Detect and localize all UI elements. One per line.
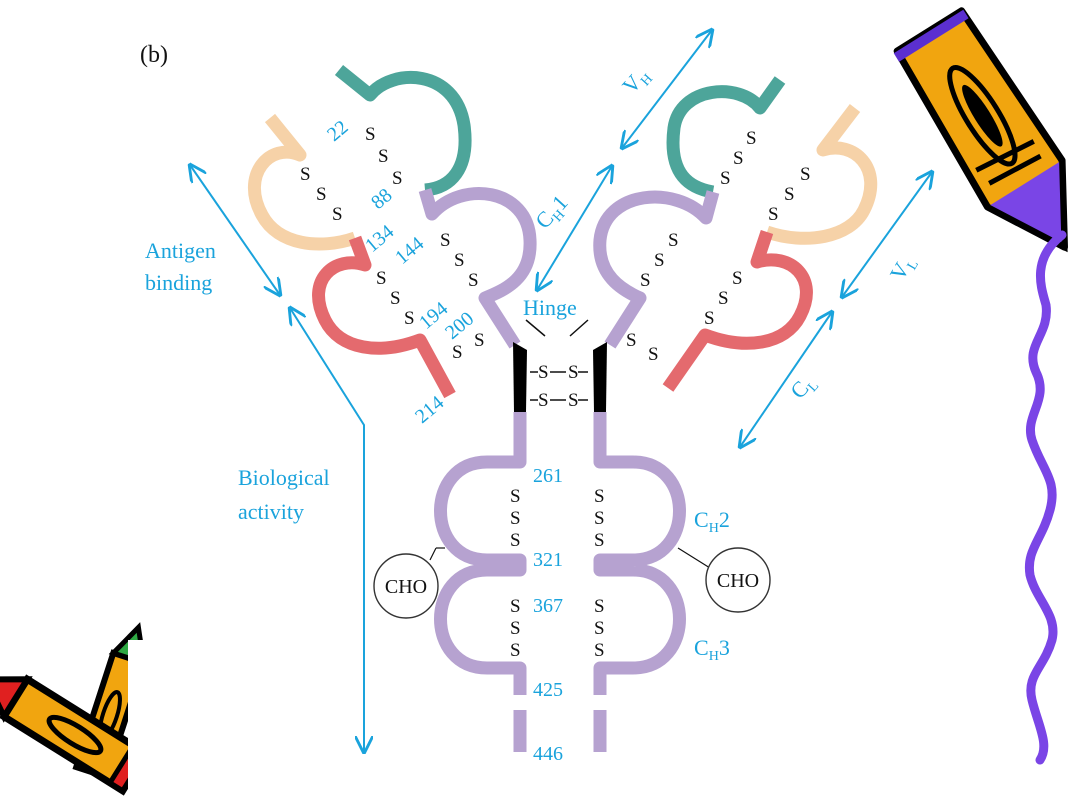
ch2-label: CH2 xyxy=(694,507,730,536)
svg-text:VL: VL xyxy=(885,251,922,287)
svg-text:S: S xyxy=(720,168,731,189)
cl-label: CL xyxy=(785,369,822,406)
svg-text:S: S xyxy=(784,184,795,205)
heavy-chain-right xyxy=(593,76,786,752)
light-chain-right xyxy=(662,104,878,392)
ch1-arrow xyxy=(537,166,612,290)
svg-text:S: S xyxy=(332,204,343,225)
svg-text:S: S xyxy=(733,148,744,169)
svg-text:S: S xyxy=(626,330,637,351)
svg-text:S: S xyxy=(538,390,549,411)
svg-text:446: 446 xyxy=(533,743,563,765)
svg-text:CHO: CHO xyxy=(385,576,427,598)
svg-text:CHO: CHO xyxy=(717,570,759,592)
vh-label: VH xyxy=(617,62,656,101)
carbohydrate-left: CHO xyxy=(373,547,445,619)
svg-text:S: S xyxy=(316,184,327,205)
pencil-clipart-icon xyxy=(893,7,1068,253)
svg-text:S: S xyxy=(654,250,665,271)
svg-text:S: S xyxy=(390,288,401,309)
svg-text:367: 367 xyxy=(533,595,563,617)
antigen-label-2: binding xyxy=(145,270,212,295)
svg-text:214: 214 xyxy=(411,392,448,428)
svg-text:425: 425 xyxy=(533,679,563,701)
hinge-left xyxy=(513,342,527,412)
crayons-clipart-icon xyxy=(0,622,158,810)
heavy-chain-left xyxy=(334,64,537,752)
biological-label-2: activity xyxy=(238,499,304,524)
ch3-label: CH3 xyxy=(694,635,730,664)
svg-text:S: S xyxy=(594,596,605,617)
svg-text:S: S xyxy=(378,146,389,167)
disulfide-bonds: S S S S S S S S S S S S S S S S S S S S … xyxy=(300,124,811,661)
hinge-right xyxy=(593,342,607,412)
svg-text:S: S xyxy=(746,128,757,149)
svg-text:S: S xyxy=(800,164,811,185)
svg-text:S: S xyxy=(668,230,679,251)
svg-text:S: S xyxy=(594,618,605,639)
hinge-pointer-lines xyxy=(525,319,589,337)
svg-text:VH: VH xyxy=(617,62,656,101)
svg-text:S: S xyxy=(732,268,743,289)
antigen-label-1: Antigen xyxy=(145,238,216,263)
cl-arrow xyxy=(740,312,832,447)
svg-text:S: S xyxy=(510,508,521,529)
svg-text:S: S xyxy=(300,164,311,185)
svg-text:S: S xyxy=(718,288,729,309)
svg-text:S: S xyxy=(510,486,521,507)
svg-text:S: S xyxy=(454,250,465,271)
svg-text:CL: CL xyxy=(785,369,822,406)
svg-text:S: S xyxy=(392,168,403,189)
squiggle-line-icon xyxy=(1024,230,1067,765)
svg-text:S: S xyxy=(404,308,415,329)
biological-activity-arrow xyxy=(290,308,364,752)
svg-text:S: S xyxy=(440,230,451,251)
svg-text:S: S xyxy=(510,640,521,661)
svg-text:S: S xyxy=(768,204,779,225)
functional-labels: Antigen binding Biological activity xyxy=(145,238,330,524)
hinge-label: Hinge xyxy=(523,295,577,320)
vl-label: VL xyxy=(885,251,922,287)
annotation-arrows xyxy=(190,30,932,752)
svg-text:CH1: CH1 xyxy=(530,190,576,236)
svg-text:S: S xyxy=(594,640,605,661)
svg-text:S: S xyxy=(648,344,659,365)
vh-arrow xyxy=(622,30,712,148)
svg-text:S: S xyxy=(510,618,521,639)
ch1-label: CH1 xyxy=(530,190,576,236)
svg-text:S: S xyxy=(474,330,485,351)
svg-text:S: S xyxy=(468,270,479,291)
antigen-binding-arrow xyxy=(190,165,280,295)
figure-label: (b) xyxy=(140,42,168,68)
vl-arrow xyxy=(842,172,932,297)
svg-text:261: 261 xyxy=(533,465,563,487)
svg-text:S: S xyxy=(538,362,549,383)
svg-text:S: S xyxy=(640,270,651,291)
carbohydrate-right: CHO xyxy=(677,547,771,613)
svg-text:S: S xyxy=(594,486,605,507)
svg-text:S: S xyxy=(452,342,463,363)
svg-text:S: S xyxy=(704,308,715,329)
svg-text:S: S xyxy=(510,530,521,551)
svg-text:S: S xyxy=(568,390,579,411)
svg-text:S: S xyxy=(376,268,387,289)
svg-text:S: S xyxy=(510,596,521,617)
biological-label-1: Biological xyxy=(238,465,330,490)
light-chain-left xyxy=(247,113,456,399)
svg-text:22: 22 xyxy=(323,116,352,146)
svg-text:S: S xyxy=(594,508,605,529)
svg-text:321: 321 xyxy=(533,549,563,571)
svg-text:S: S xyxy=(594,530,605,551)
svg-text:S: S xyxy=(365,124,376,145)
svg-text:S: S xyxy=(568,362,579,383)
